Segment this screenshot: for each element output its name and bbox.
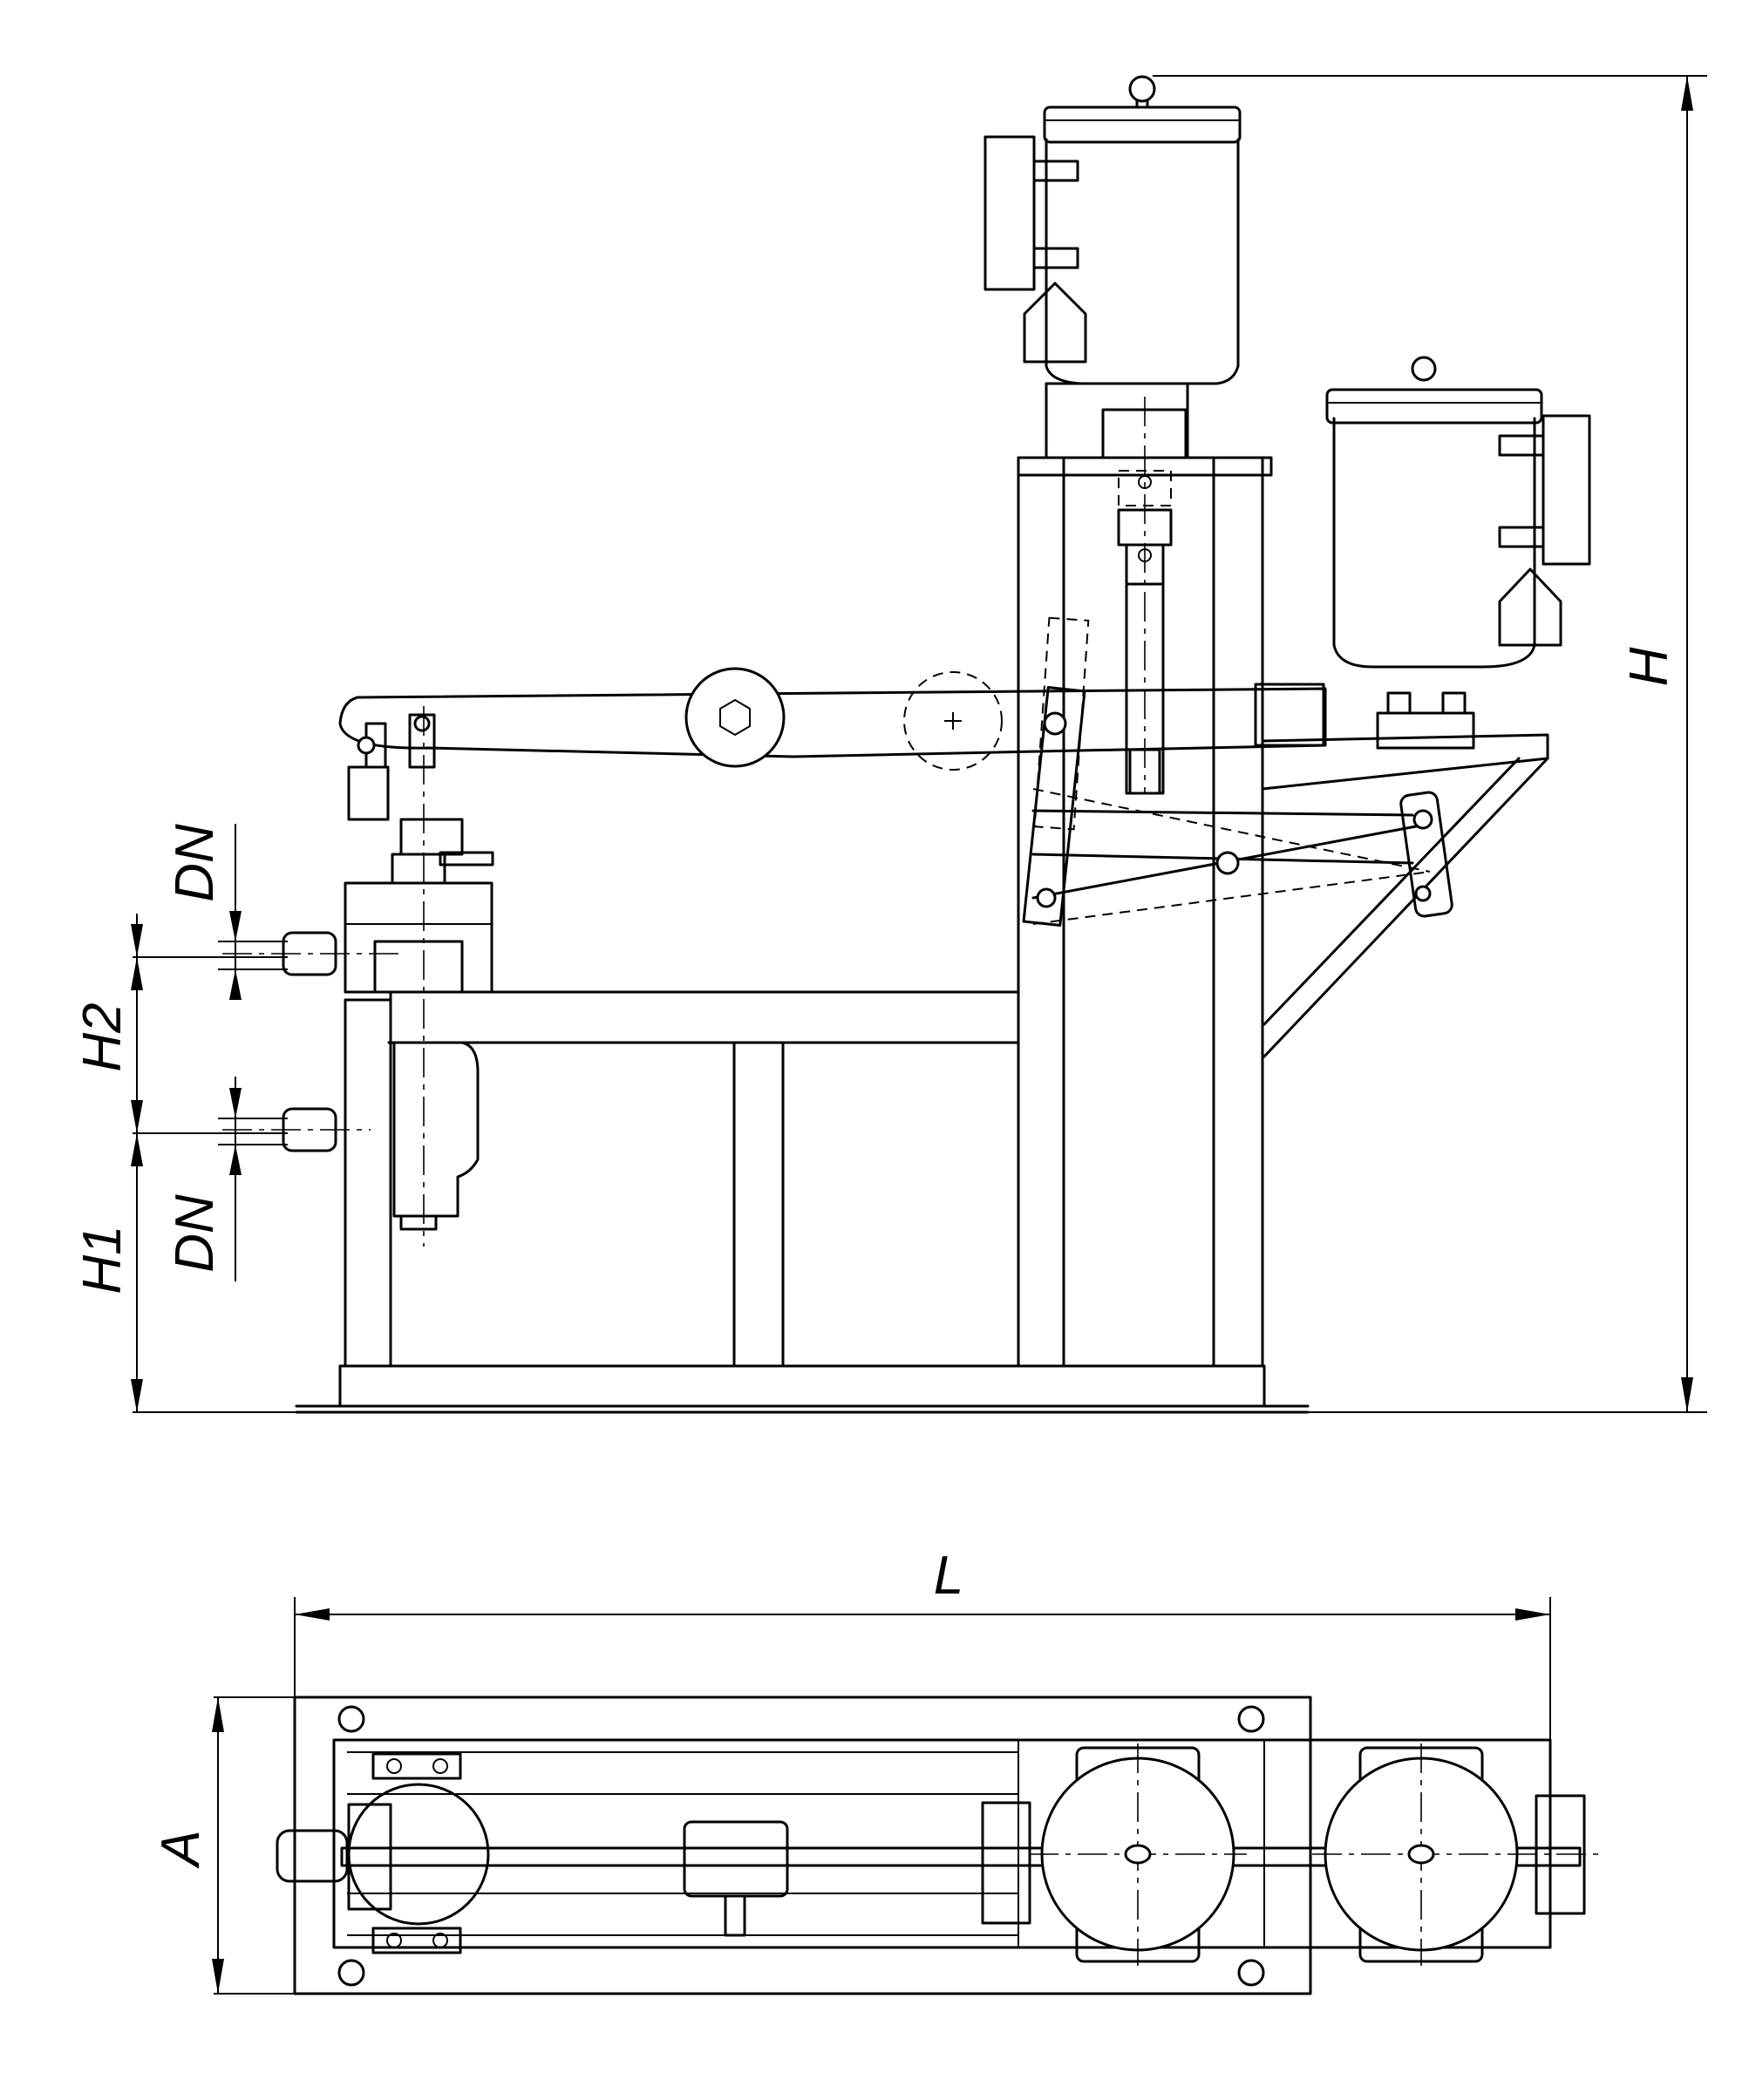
label-L: L (934, 1546, 963, 1606)
top-base-plate (293, 1696, 1552, 1995)
dim-DN: DN DN (165, 824, 288, 1281)
pump-assembly (282, 713, 494, 1231)
linkage-arm (338, 667, 1327, 771)
left-frame (344, 990, 1020, 1368)
label-DN-lower: DN (165, 1194, 225, 1273)
top-pump (276, 1752, 490, 1954)
top-lubricator-2 (1312, 1743, 1600, 1966)
label-H1: H1 (72, 1225, 133, 1294)
label-H2: H2 (72, 1002, 133, 1071)
label-H: H (1619, 647, 1679, 686)
label-A: A (151, 1830, 211, 1869)
lubricator-short (1325, 356, 1591, 750)
top-lubricator-1 (1029, 1743, 1247, 1966)
side-view: H H2 H1 DN (72, 75, 1707, 1414)
label-DN-upper: DN (165, 824, 225, 902)
dim-H1-H2: H2 H1 (72, 914, 296, 1413)
shelf-bracket (1261, 733, 1549, 1061)
top-view: L A (151, 1546, 1600, 1995)
lubricator-tall (983, 75, 1242, 795)
dim-H: H (1153, 75, 1707, 1413)
lever-rods (1022, 616, 1453, 927)
base-plate (295, 1364, 1310, 1414)
side-centerlines (222, 397, 1146, 1247)
dim-L: L (294, 1546, 1551, 1740)
top-shaft (340, 1801, 1582, 1937)
dim-A: A (151, 1696, 295, 1995)
